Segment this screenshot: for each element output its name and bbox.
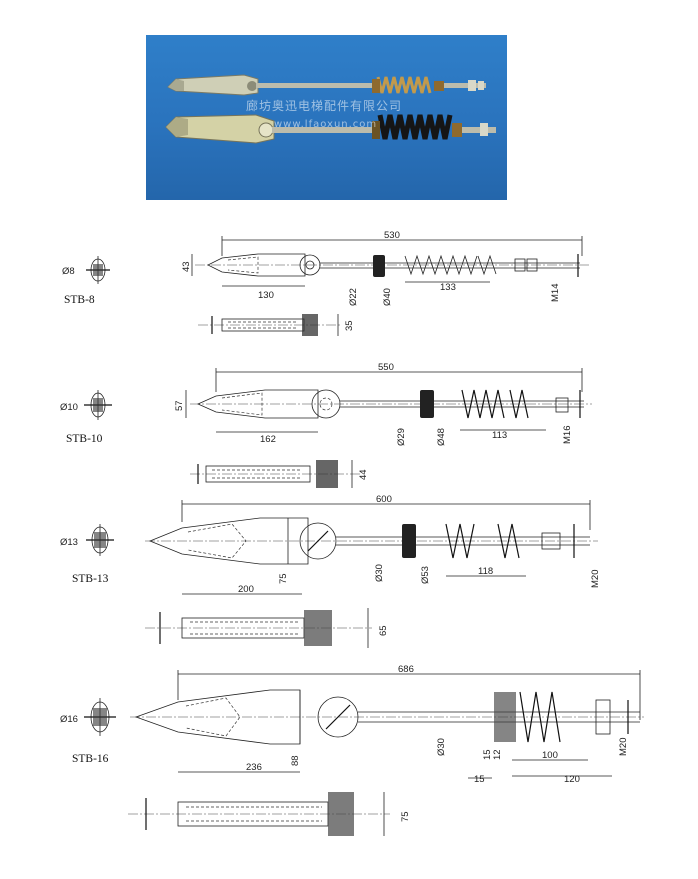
thread-size: M16: [562, 426, 573, 444]
height-dim: 88: [290, 755, 301, 766]
rope-diameter-label: Ø13: [60, 537, 78, 548]
main-view: [190, 389, 592, 419]
side-height-dim: 65: [378, 625, 389, 636]
overall-length: 530: [384, 230, 400, 241]
overall-length: 686: [398, 664, 414, 675]
thread-size: M14: [550, 284, 561, 302]
end-view-icon: [84, 390, 112, 420]
variant-stb-10: Ø10 STB-10 550 57 162 Ø29 Ø48: [60, 362, 592, 488]
overall-length: 600: [376, 494, 392, 505]
photo-watermark-company: 廊坊奥迅电梯配件有限公司: [246, 99, 403, 113]
washer-diameter: Ø48: [436, 428, 447, 446]
height-dim: 75: [278, 573, 289, 584]
rope-fastener-photo: [165, 74, 496, 144]
dimensions: 686 236 88 Ø30 15 12 100 15 120 M20: [177, 664, 641, 785]
washer-diameter: Ø53: [420, 566, 431, 584]
rod-diameter: Ø22: [348, 288, 359, 306]
rod-diameter: Ø30: [436, 738, 447, 756]
rod-diameter: Ø30: [374, 564, 385, 582]
offset-dim: 15: [474, 774, 485, 785]
product-photo: 廊坊奥迅电梯配件有限公司 www.lfaoxun.com: [146, 35, 507, 200]
wedge-length: 162: [260, 434, 276, 445]
rope-diameter-label: Ø10: [60, 402, 78, 413]
small-dim-a: 15: [482, 749, 493, 760]
rope-diameter-label: Ø8: [62, 266, 75, 277]
lower-fastener-image: [165, 114, 496, 144]
photo-watermark-url: www.lfaoxun.com: [274, 119, 378, 130]
spring-length: 113: [492, 430, 507, 441]
wedge-length: 236: [246, 762, 262, 773]
side-view: 75: [128, 792, 411, 836]
thread-size: M20: [618, 738, 629, 756]
rod-diameter: Ø29: [396, 428, 407, 446]
upper-fastener-image: [167, 74, 486, 96]
small-dim-b: 12: [492, 749, 503, 760]
rope-diameter-label: Ø16: [60, 714, 78, 725]
end-view-icon: [84, 698, 116, 736]
main-view: [130, 689, 644, 745]
variant-stb-8: Ø8 STB-8 530 43 130: [62, 230, 590, 336]
end-view-icon: [86, 256, 110, 284]
side-height-dim: 35: [344, 320, 355, 331]
side-view: 65: [145, 608, 389, 648]
side-height-dim: 44: [358, 469, 369, 480]
variant-stb-13: Ø13 STB-13 600 200 75 Ø30 Ø53: [60, 494, 601, 648]
model-label: STB-10: [66, 433, 103, 445]
model-label: STB-8: [64, 294, 95, 306]
wedge-length: 200: [238, 584, 254, 595]
side-view: 35: [198, 314, 355, 336]
main-view: [145, 517, 598, 565]
washer-diameter: Ø40: [382, 288, 393, 306]
main-view: [195, 253, 590, 277]
dimensions: 550 57 162 Ø29 Ø48 113 M16: [174, 362, 583, 446]
total-spring-dim: 120: [564, 774, 580, 785]
overall-length: 550: [378, 362, 394, 373]
end-view-icon: [86, 524, 114, 556]
height-dim: 57: [174, 400, 185, 411]
model-label: STB-13: [72, 573, 109, 585]
side-height-dim: 75: [400, 811, 411, 822]
side-view: 44: [190, 460, 369, 488]
dimensions: 530 43 130 Ø22 Ø40 133 M14: [181, 230, 583, 306]
variant-stb-16: Ø16 STB-16 686 236 88 Ø30 15 12: [60, 664, 644, 836]
spring-length: 100: [542, 750, 558, 761]
model-label: STB-16: [72, 753, 109, 765]
dimensions: 600 200 75 Ø30 Ø53 118 M20: [181, 494, 601, 595]
spring-length: 118: [478, 566, 493, 577]
spring-length: 133: [440, 282, 456, 293]
height-dim: 43: [181, 261, 192, 272]
wedge-length: 130: [258, 290, 274, 301]
thread-size: M20: [590, 570, 601, 588]
